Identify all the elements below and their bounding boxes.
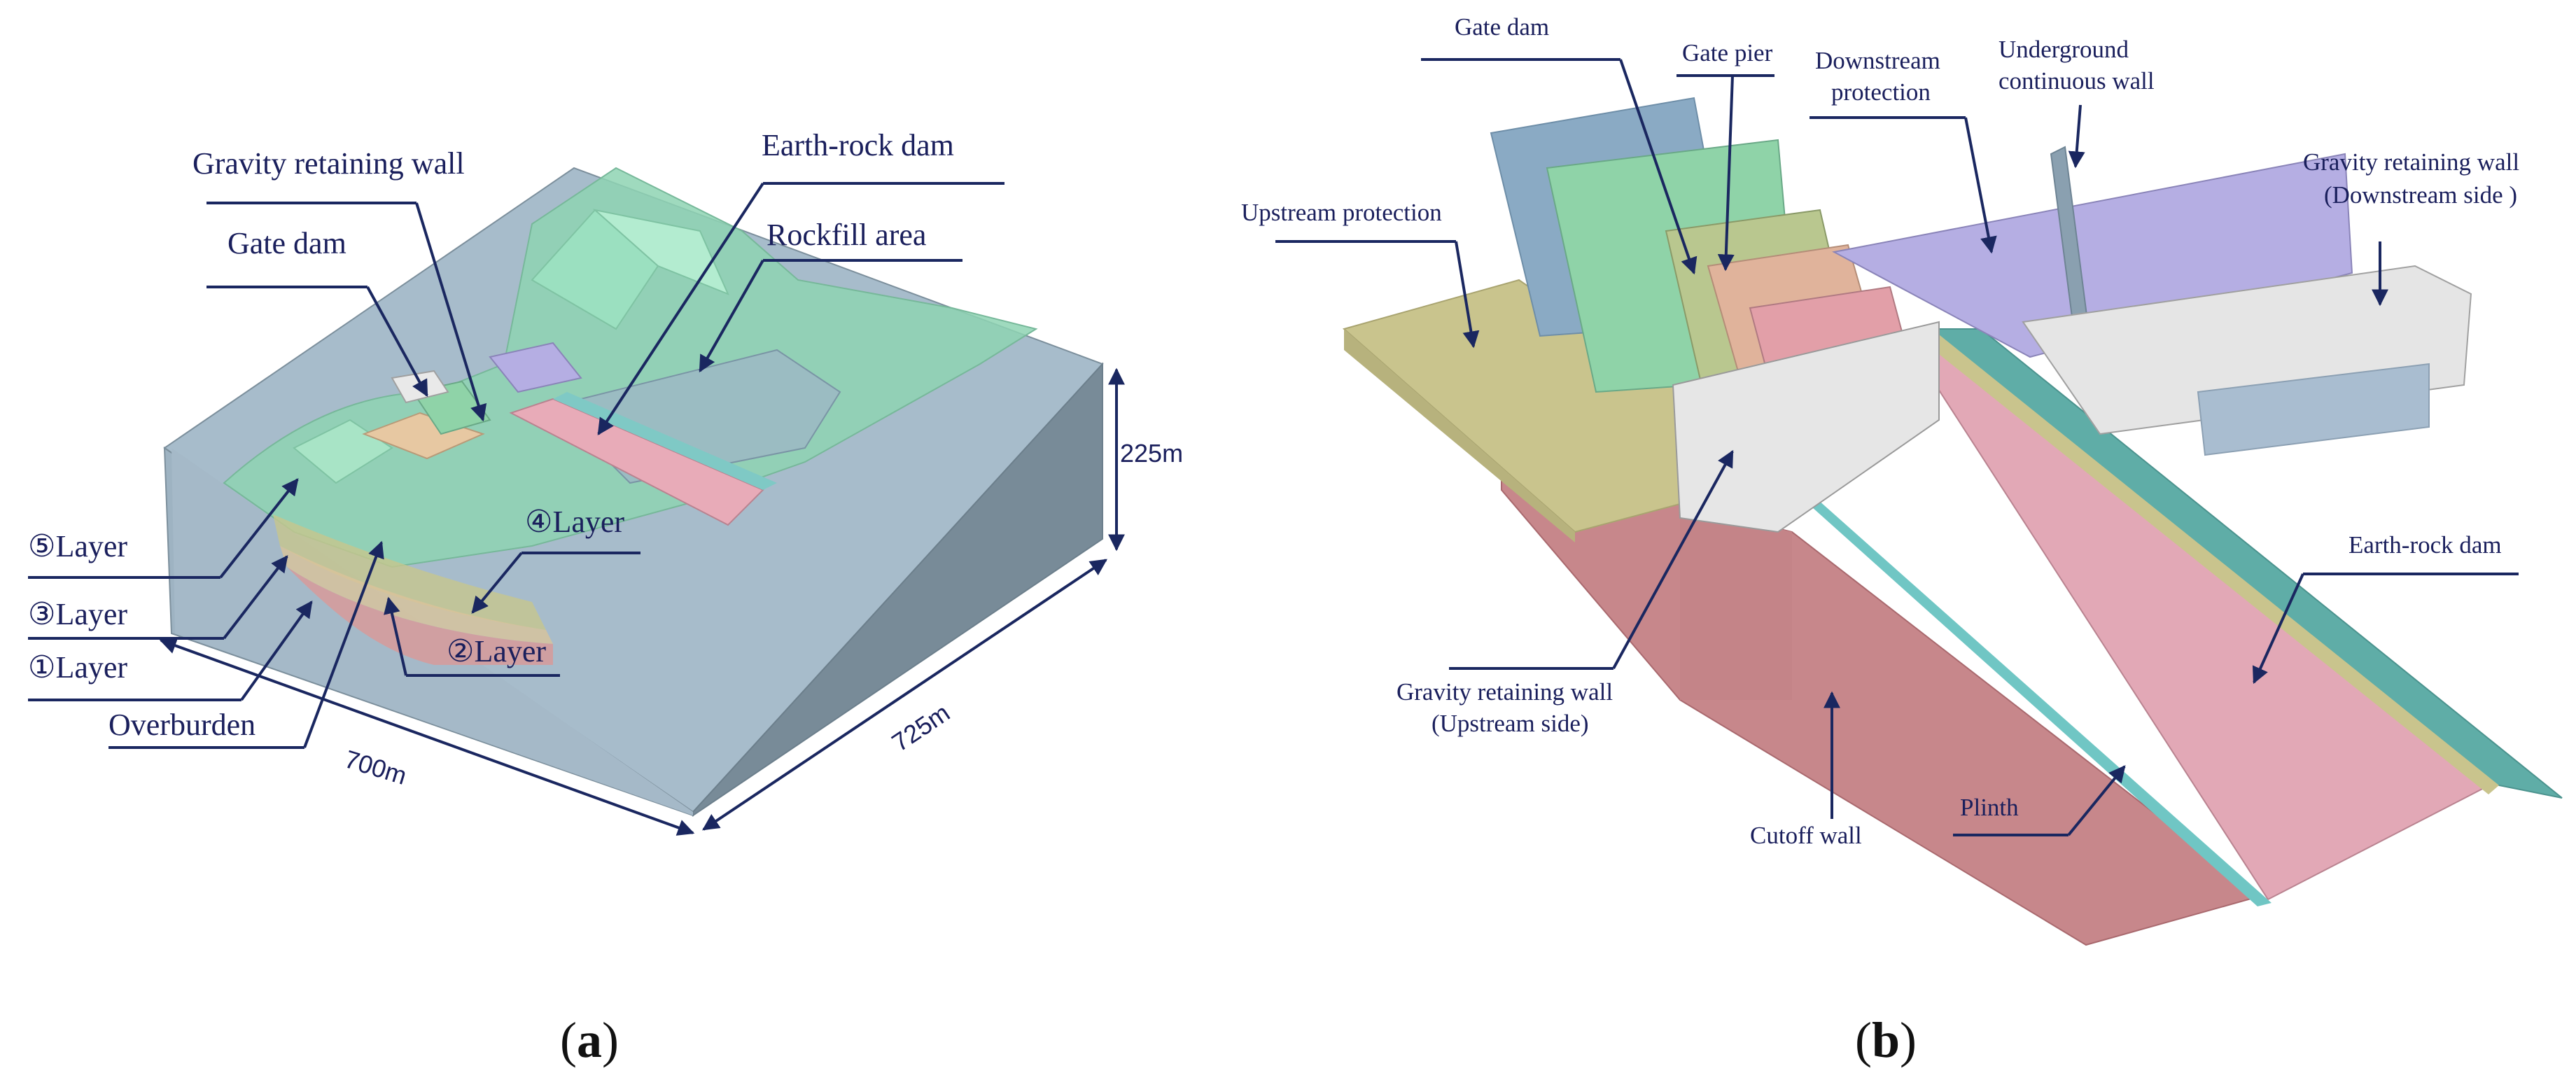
label-gravity-downstream-2: (Downstream side ) xyxy=(2324,181,2517,209)
caption-b-close: ) xyxy=(1900,1012,1917,1068)
leader-gravity-upstream-arrow xyxy=(1612,449,1734,669)
leader-gravity-retaining-wall-a-arrow xyxy=(415,202,487,422)
plinth-strip-b xyxy=(1785,483,2272,906)
dimension-width: 700m xyxy=(342,744,410,790)
label-gravity-upstream-1: Gravity retaining wall xyxy=(1396,678,1613,706)
leader-plinth-arrow xyxy=(2067,765,2126,836)
mountain-facet xyxy=(592,209,729,295)
dimension-line-width xyxy=(159,638,695,836)
label-downstream-protection-1: Downstream xyxy=(1815,47,1940,74)
soil-layer-3 xyxy=(280,546,553,644)
label-layer-3: ③Layer xyxy=(28,597,127,631)
label-overburden: Overburden xyxy=(108,708,255,742)
label-layer-5: ⑤Layer xyxy=(28,529,127,563)
label-gravity-downstream-1: Gravity retaining wall xyxy=(2303,148,2519,176)
cutoff-wall-front xyxy=(1680,504,1792,700)
leader-layer-5-arrow xyxy=(219,478,299,579)
leader-downstream-protection-arrow xyxy=(1964,117,1997,254)
upstream-protection-edge xyxy=(1344,329,1575,542)
leader-rockfill-area-arrow xyxy=(699,260,764,373)
retaining-wall-upstream xyxy=(1672,321,1940,533)
label-gate-pier: Gate pier xyxy=(1682,39,1773,66)
caption-b-letter: b xyxy=(1872,1012,1900,1068)
caption-b-open: ( xyxy=(1855,1012,1872,1068)
label-downstream-protection-2: protection xyxy=(1831,78,1931,106)
panel-b: Gate dam Gate pier Downstream protection… xyxy=(1241,13,2563,1068)
label-gate-dam-a: Gate dam xyxy=(227,226,346,260)
leader-gate-dam-b-arrow xyxy=(1619,59,1698,275)
label-earth-rock-dam-a: Earth-rock dam xyxy=(762,128,954,162)
leader-upstream-protection-arrow xyxy=(1455,241,1480,349)
label-earth-rock-dam-b: Earth-rock dam xyxy=(2348,531,2502,559)
leader-layer-4-arrow xyxy=(471,552,523,614)
leader-gate-pier-arrow xyxy=(1717,75,1735,272)
label-plinth: Plinth xyxy=(1960,794,2019,821)
dimension-height: 225m xyxy=(1120,439,1183,468)
label-gate-dam-b: Gate dam xyxy=(1455,13,1549,41)
caption-a-letter: a xyxy=(577,1012,602,1068)
leader-earth-rock-dam-b-arrow xyxy=(2252,573,2304,685)
downstream-protection-area xyxy=(489,342,582,393)
earth-rock-dam-crest-beige xyxy=(1914,329,2499,794)
leader-earth-rock-dam-a-arrow xyxy=(597,182,764,436)
retaining-wall-downstream-base xyxy=(2197,363,2430,456)
leader-underground-wall-arrow xyxy=(2068,104,2085,169)
label-cutoff-wall: Cutoff wall xyxy=(1750,822,1862,849)
label-layer-1: ①Layer xyxy=(28,650,127,685)
label-layer-4: ④Layer xyxy=(525,505,624,539)
dimension-line-depth xyxy=(702,559,1107,831)
leader-layer-3-arrow xyxy=(223,555,288,640)
dimension-depth: 725m xyxy=(887,698,955,757)
label-underground-wall-1: Underground xyxy=(1998,36,2129,63)
caption-a-open: ( xyxy=(560,1012,577,1068)
label-gravity-retaining-wall-a: Gravity retaining wall xyxy=(192,146,465,181)
label-upstream-protection: Upstream protection xyxy=(1241,199,1442,226)
label-layer-2: ②Layer xyxy=(447,634,546,668)
caption-a-close: ) xyxy=(602,1012,619,1068)
label-underground-wall-2: continuous wall xyxy=(1998,67,2155,94)
caption-a: (a) xyxy=(560,1012,619,1068)
panel-a: Gravity retaining wall Earth-rock dam Ga… xyxy=(28,128,1183,1068)
label-rockfill-area: Rockfill area xyxy=(766,218,926,252)
label-gravity-upstream-2: (Upstream side) xyxy=(1432,710,1589,737)
caption-b: (b) xyxy=(1855,1012,1917,1068)
leader-gate-dam-a-arrow xyxy=(366,286,428,398)
